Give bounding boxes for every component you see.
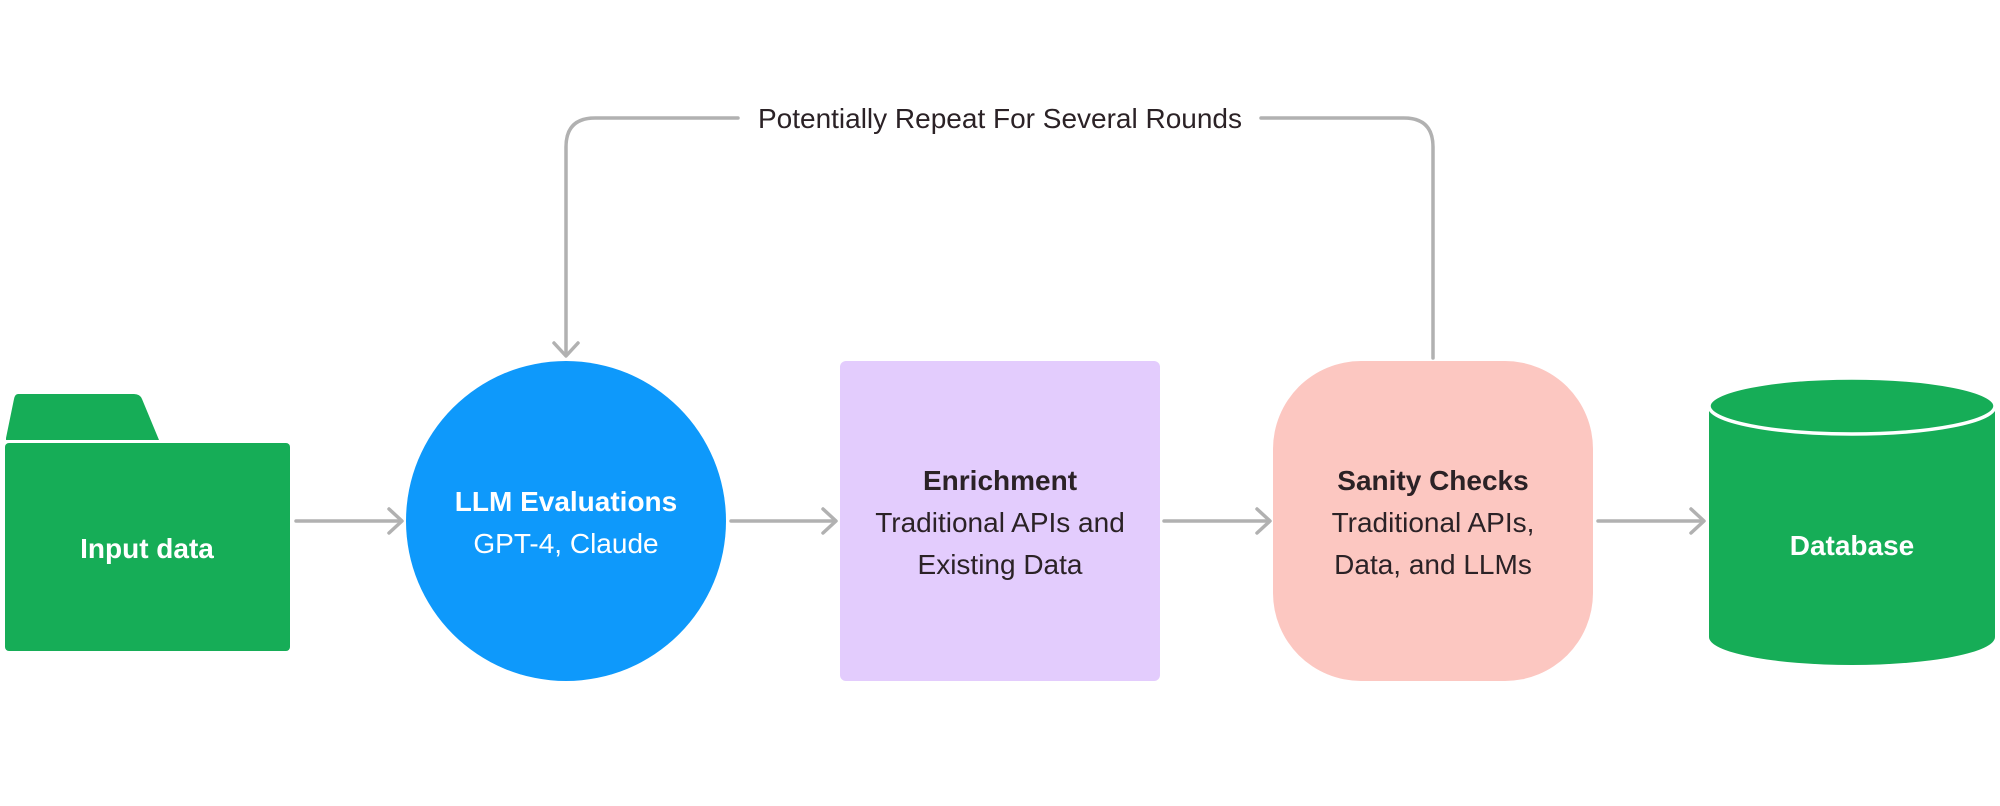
enrichment-box [840, 361, 1160, 681]
sanity-checks-title: Sanity Checks [1337, 465, 1528, 496]
folder-icon-body [5, 443, 290, 651]
llm-evaluations-node: LLM Evaluations GPT-4, Claude [406, 361, 726, 681]
loop-arrowhead [552, 341, 580, 358]
llm-evaluations-title: LLM Evaluations [455, 486, 677, 517]
sanity-checks-line-2: Data, and LLMs [1334, 549, 1532, 580]
input-data-folder: Input data [5, 394, 290, 651]
input-data-label: Input data [80, 533, 214, 564]
enrichment-line-1: Traditional APIs and [875, 507, 1125, 538]
loop-label: Potentially Repeat For Several Rounds [758, 103, 1242, 134]
sanity-checks-box [1273, 361, 1593, 681]
folder-icon-tab [6, 394, 159, 440]
loop-connector [552, 116, 1435, 360]
enrichment-line-2: Existing Data [918, 549, 1083, 580]
enrichment-node: Enrichment Traditional APIs and Existing… [840, 361, 1160, 681]
database-cylinder-top [1707, 376, 1997, 436]
database-cylinder-body [1709, 406, 1995, 665]
loop-line-right [1259, 116, 1435, 360]
loop-line-left [564, 116, 740, 357]
sanity-checks-line-1: Traditional APIs, [1332, 507, 1535, 538]
arrow-llm-to-enrichment [729, 507, 838, 535]
arrow-sanity-to-database [1596, 507, 1706, 535]
sanity-checks-node: Sanity Checks Traditional APIs, Data, an… [1273, 361, 1593, 681]
llm-evaluations-circle [406, 361, 726, 681]
enrichment-title: Enrichment [923, 465, 1077, 496]
arrow-input-to-llm [294, 507, 404, 535]
arrow-enrichment-to-sanity [1162, 507, 1272, 535]
llm-evaluations-subtitle: GPT-4, Claude [473, 528, 658, 559]
database-label: Database [1790, 530, 1915, 561]
flow-connectors [294, 507, 1706, 535]
database-node: Database [1707, 376, 1997, 665]
